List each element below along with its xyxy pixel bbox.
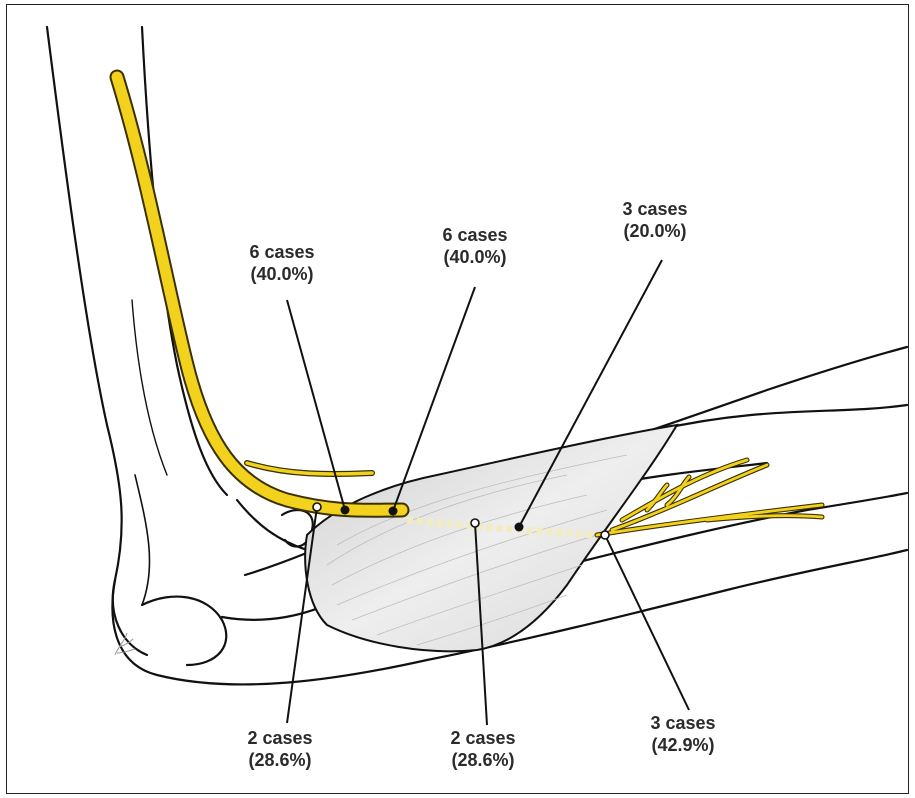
marker-top-middle: [389, 507, 398, 516]
muscle-belly: [305, 425, 677, 651]
label-percent: (42.9%): [613, 734, 753, 756]
marker-top-left: [341, 506, 350, 515]
elbow-illustration: [7, 5, 909, 794]
label-top-middle: 6 cases (40.0%): [405, 224, 545, 268]
label-count: 2 cases: [210, 727, 350, 749]
label-count: 6 cases: [405, 224, 545, 246]
leader-bottom-right: [605, 535, 689, 710]
label-count: 6 cases: [212, 241, 352, 263]
label-count: 3 cases: [585, 198, 725, 220]
label-bottom-right: 3 cases (42.9%): [613, 712, 753, 756]
label-count: 3 cases: [613, 712, 753, 734]
label-bottom-middle: 2 cases (28.6%): [413, 727, 553, 771]
label-percent: (28.6%): [413, 749, 553, 771]
label-percent: (28.6%): [210, 749, 350, 771]
leader-top-left: [287, 300, 345, 510]
label-top-left: 6 cases (40.0%): [212, 241, 352, 285]
label-count: 2 cases: [413, 727, 553, 749]
label-percent: (40.0%): [212, 263, 352, 285]
marker-bottom-left: [313, 503, 321, 511]
ulnar-nerve: [117, 77, 402, 510]
marker-bottom-middle: [471, 519, 479, 527]
marker-top-right: [515, 523, 524, 532]
marker-bottom-right: [601, 531, 609, 539]
label-bottom-left: 2 cases (28.6%): [210, 727, 350, 771]
label-percent: (20.0%): [585, 220, 725, 242]
label-percent: (40.0%): [405, 246, 545, 268]
illustration-frame: 6 cases (40.0%) 6 cases (40.0%) 3 cases …: [6, 4, 909, 794]
label-top-right: 3 cases (20.0%): [585, 198, 725, 242]
